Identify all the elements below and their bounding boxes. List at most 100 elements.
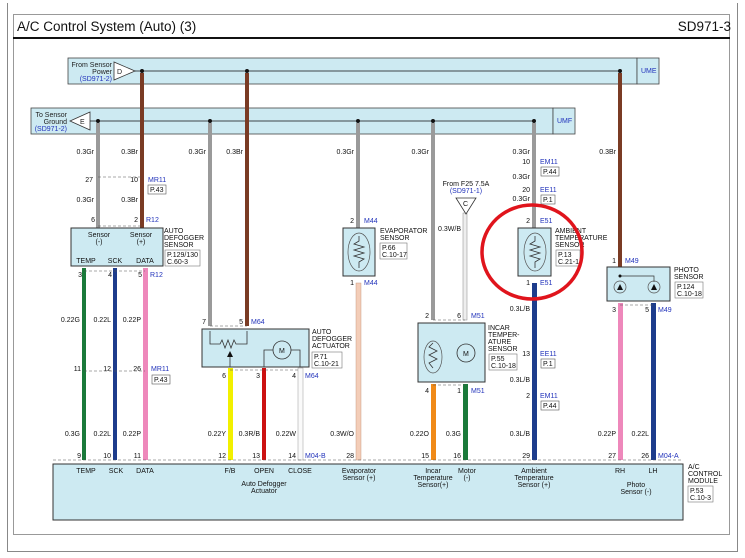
evaporator-sensor[interactable]: EVAPORATOR SENSOR P.66 C.10-17 xyxy=(342,227,427,277)
component-ref: C.10-21 xyxy=(314,361,339,368)
component-name: SENSOR xyxy=(555,242,585,249)
power-bus-ref-link[interactable]: (SD971-2) xyxy=(80,76,112,83)
component-ref: C.10-3 xyxy=(690,495,711,502)
photo-sensor[interactable]: PHOTO SENSOR P.124 C.10-18 xyxy=(606,266,704,302)
component-ref: P.53 xyxy=(690,488,704,495)
svg-text:E51: E51 xyxy=(540,280,553,287)
ground-bus-label-1: To Sensor xyxy=(35,112,67,119)
component-name: A/C xyxy=(688,464,700,471)
svg-text:5: 5 xyxy=(645,307,649,314)
svg-text:0.3Gr: 0.3Gr xyxy=(512,149,530,156)
svg-text:2: 2 xyxy=(526,393,530,400)
svg-text:2: 2 xyxy=(134,217,138,224)
connector-dashes xyxy=(84,176,653,386)
svg-text:F/B: F/B xyxy=(225,468,236,475)
svg-text:10: 10 xyxy=(522,159,530,166)
svg-text:P.1: P.1 xyxy=(543,361,553,368)
svg-text:0.3Gr: 0.3Gr xyxy=(76,149,94,156)
svg-text:Actuator: Actuator xyxy=(251,488,278,495)
svg-text:0.3L/B: 0.3L/B xyxy=(510,431,531,438)
svg-text:10: 10 xyxy=(130,177,138,184)
wire-gray-5 xyxy=(532,123,536,228)
component-name: MODULE xyxy=(688,478,718,485)
svg-text:11: 11 xyxy=(74,366,81,373)
pin-label-temp: TEMP xyxy=(76,258,96,265)
fuse-feed-label: From F25 7.5A xyxy=(443,181,490,188)
svg-text:R12: R12 xyxy=(146,217,159,224)
svg-text:1: 1 xyxy=(350,280,354,287)
svg-text:P.1: P.1 xyxy=(543,197,553,204)
wires xyxy=(82,73,656,461)
wire-brown-1 xyxy=(140,73,144,228)
component-name: DEFOGGER xyxy=(164,235,204,242)
ambient-temperature-sensor[interactable]: AMBIENT TEMPERATURE SENSOR P.13 C.21-1 xyxy=(517,227,608,277)
wire-gray-1 xyxy=(96,123,100,228)
svg-text:6: 6 xyxy=(222,373,226,380)
svg-text:0.3Br: 0.3Br xyxy=(121,197,138,204)
svg-text:10: 10 xyxy=(103,453,111,460)
svg-text:0.3Br: 0.3Br xyxy=(599,149,616,156)
svg-text:0.3W/O: 0.3W/O xyxy=(330,431,354,438)
wire-labels: 0.3Gr 0.3Br 0.3Gr 0.3Br 0.3Gr 0.3Br 0.3G… xyxy=(61,149,649,438)
svg-text:15: 15 xyxy=(421,453,429,460)
svg-text:0.3Br: 0.3Br xyxy=(121,149,138,156)
auto-defogger-sensor[interactable]: Sensor (-) Sensor (+) TEMP SCK DATA AUTO… xyxy=(70,227,204,267)
wire-pink-1 xyxy=(143,268,148,460)
svg-text:M64: M64 xyxy=(305,373,319,380)
component-name: EVAPORATOR xyxy=(380,228,427,235)
svg-text:27: 27 xyxy=(85,177,93,184)
connector-e-label: E xyxy=(80,119,85,126)
connector-c-label: C xyxy=(463,201,468,208)
svg-text:0.22L: 0.22L xyxy=(631,431,649,438)
svg-text:26: 26 xyxy=(641,453,649,460)
power-bus-label-1: From Sensor xyxy=(72,62,113,69)
page-title: A/C Control System (Auto) (3) xyxy=(17,19,197,34)
svg-text:12: 12 xyxy=(103,366,111,373)
fuse-feed-ref-link[interactable]: (SD971-1) xyxy=(450,188,482,195)
svg-text:P.43: P.43 xyxy=(150,187,164,194)
highlight-circle xyxy=(480,203,584,301)
svg-text:7: 7 xyxy=(202,319,206,326)
svg-text:0.3Gr: 0.3Gr xyxy=(411,149,429,156)
svg-text:0.3L/B: 0.3L/B xyxy=(510,377,531,384)
diagram-frame xyxy=(13,14,730,535)
svg-text:5: 5 xyxy=(138,272,142,279)
svg-text:0.3Br: 0.3Br xyxy=(226,149,243,156)
svg-text:0.3Gr: 0.3Gr xyxy=(336,149,354,156)
ac-control-module[interactable]: TEMP SCK DATA F/B OPEN CLOSE Auto Defogg… xyxy=(52,459,722,521)
svg-text:14: 14 xyxy=(288,453,296,460)
svg-text:M51: M51 xyxy=(471,388,485,395)
svg-text:Photo: Photo xyxy=(627,482,645,489)
component-name: DEFOGGER xyxy=(312,336,352,343)
ground-bus: To Sensor Ground (SD971-2) E UMF xyxy=(30,107,576,135)
svg-text:Sensor (+): Sensor (+) xyxy=(343,475,376,482)
wire-white-black xyxy=(462,212,468,321)
wire-brown-2 xyxy=(245,73,249,326)
component-ref: P.129/130 xyxy=(167,252,198,259)
svg-text:P.44: P.44 xyxy=(543,169,557,176)
wire-white xyxy=(297,367,304,461)
svg-text:1: 1 xyxy=(526,280,530,287)
svg-text:28: 28 xyxy=(346,453,354,460)
svg-text:Motor: Motor xyxy=(458,468,477,475)
svg-text:Sensor(+): Sensor(+) xyxy=(418,482,449,489)
svg-text:3: 3 xyxy=(612,307,616,314)
svg-text:0.22L: 0.22L xyxy=(93,431,111,438)
svg-text:20: 20 xyxy=(522,187,530,194)
auto-defogger-actuator[interactable]: M AUTO DEFOGGER ACTUATOR P.71 C.10-21 xyxy=(201,328,352,369)
connector-c-icon xyxy=(455,197,477,215)
svg-text:0.22L: 0.22L xyxy=(93,317,111,324)
svg-text:16: 16 xyxy=(453,453,461,460)
svg-text:0.22P: 0.22P xyxy=(598,431,617,438)
ground-bus-ref-link[interactable]: (SD971-2) xyxy=(35,126,67,133)
svg-text:Temperature: Temperature xyxy=(413,475,452,482)
svg-text:6: 6 xyxy=(457,313,461,320)
svg-text:0.3W/B: 0.3W/B xyxy=(438,226,461,233)
component-ref: C.60-3 xyxy=(167,259,188,266)
pin-numbers: 27 10 6 2 3 4 5 11 12 26 9 10 11 7 5 6 3… xyxy=(74,159,649,460)
photodiode-icon xyxy=(647,280,661,294)
component-name: AMBIENT xyxy=(555,228,587,235)
incar-sensor[interactable]: M INCAR TEMPER- ATURE SENSOR P.55 C.10-1… xyxy=(417,322,520,383)
svg-text:Sensor (+): Sensor (+) xyxy=(518,482,551,489)
svg-text:Ambient: Ambient xyxy=(521,468,547,475)
